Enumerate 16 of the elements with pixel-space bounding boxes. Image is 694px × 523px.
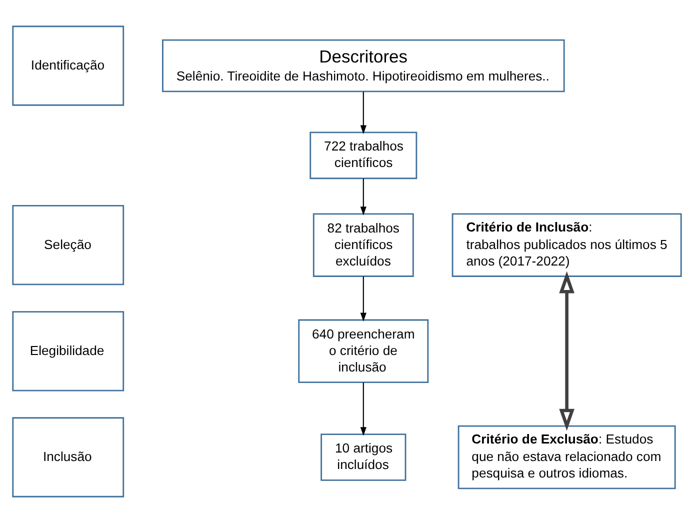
- node-box: 722 trabalhos científicos: [310, 132, 418, 180]
- node-box: Descritores Selênio. Tireoidite de Hashimoto. Hipotireoidismo em mulheres..: [162, 39, 565, 92]
- node-box: Critério de Exclusão: Estudos que não estava relacionado com pesquisa e outros idiomas.: [458, 425, 676, 490]
- node-box: Seleção: [12, 205, 124, 286]
- node-box: Inclusão: [12, 417, 124, 498]
- node-box: Critério de Inclusão: trabalhos publicados nos últimos 5 anos (2017-2022): [452, 213, 682, 277]
- arrow: [360, 276, 366, 322]
- node-box: 640 preencheram o critério de inclusão: [298, 319, 429, 384]
- node-box: 82 trabalhos científicos excluídos: [312, 213, 414, 277]
- node-box: Identificação: [12, 26, 124, 106]
- arrow: [360, 178, 366, 216]
- arrow: [559, 271, 574, 431]
- arrow: [360, 92, 366, 134]
- node-box: Elegibilidade: [12, 311, 124, 392]
- arrow: [360, 382, 366, 436]
- node-box: 10 artigos incluídos: [320, 434, 406, 481]
